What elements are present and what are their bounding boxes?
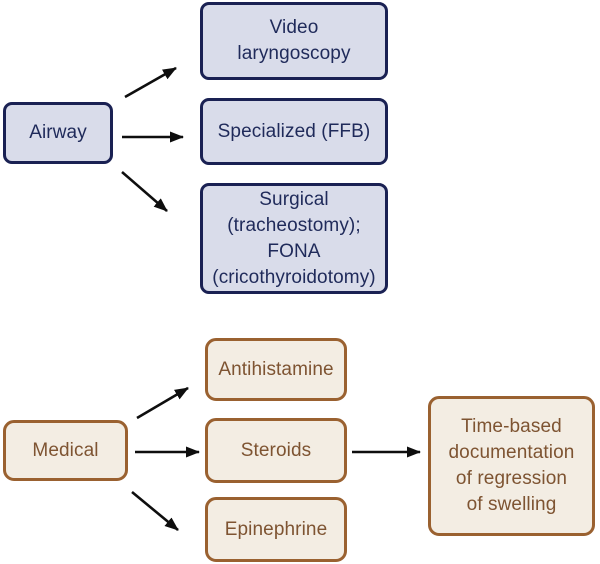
medical-outcome-box: Time-based documentation of regression o… [428, 396, 595, 536]
medical-branch-antihistamine-label: Antihistamine [218, 358, 334, 380]
arrow-medical-to-antihistamine [136, 386, 189, 420]
airway-branch-specialized-box: Specialized (FFB) [200, 98, 388, 165]
airway-branch-surgical-box: Surgical (tracheostomy); FONA (cricothyr… [200, 183, 388, 294]
airway-branch-specialized-label: Specialized (FFB) [217, 120, 371, 142]
airway-root-label: Airway [29, 122, 87, 143]
arrow-medical-to-epinephrine [131, 490, 179, 532]
airway-branch-video-laryngoscopy-label: Video laryngoscopy [237, 17, 351, 64]
arrow-airway-to-video [124, 66, 177, 99]
airway-branch-video-laryngoscopy-box: Video laryngoscopy [200, 2, 388, 80]
medical-branch-antihistamine-box: Antihistamine [205, 338, 347, 401]
airway-branch-surgical-label: Surgical (tracheostomy); FONA (cricothyr… [212, 188, 376, 288]
medical-branch-steroids-label: Steroids [240, 439, 312, 461]
medical-root-label: Medical [32, 439, 99, 461]
medical-branch-epinephrine-label: Epinephrine [224, 518, 328, 540]
medical-outcome-label: Time-based documentation of regression o… [448, 416, 575, 515]
airway-root-box: Airway [3, 102, 113, 164]
medical-root-box: Medical [3, 420, 128, 481]
medical-branch-steroids-box: Steroids [205, 418, 347, 483]
arrow-airway-to-surgical [121, 171, 168, 212]
medical-branch-epinephrine-box: Epinephrine [205, 497, 347, 562]
